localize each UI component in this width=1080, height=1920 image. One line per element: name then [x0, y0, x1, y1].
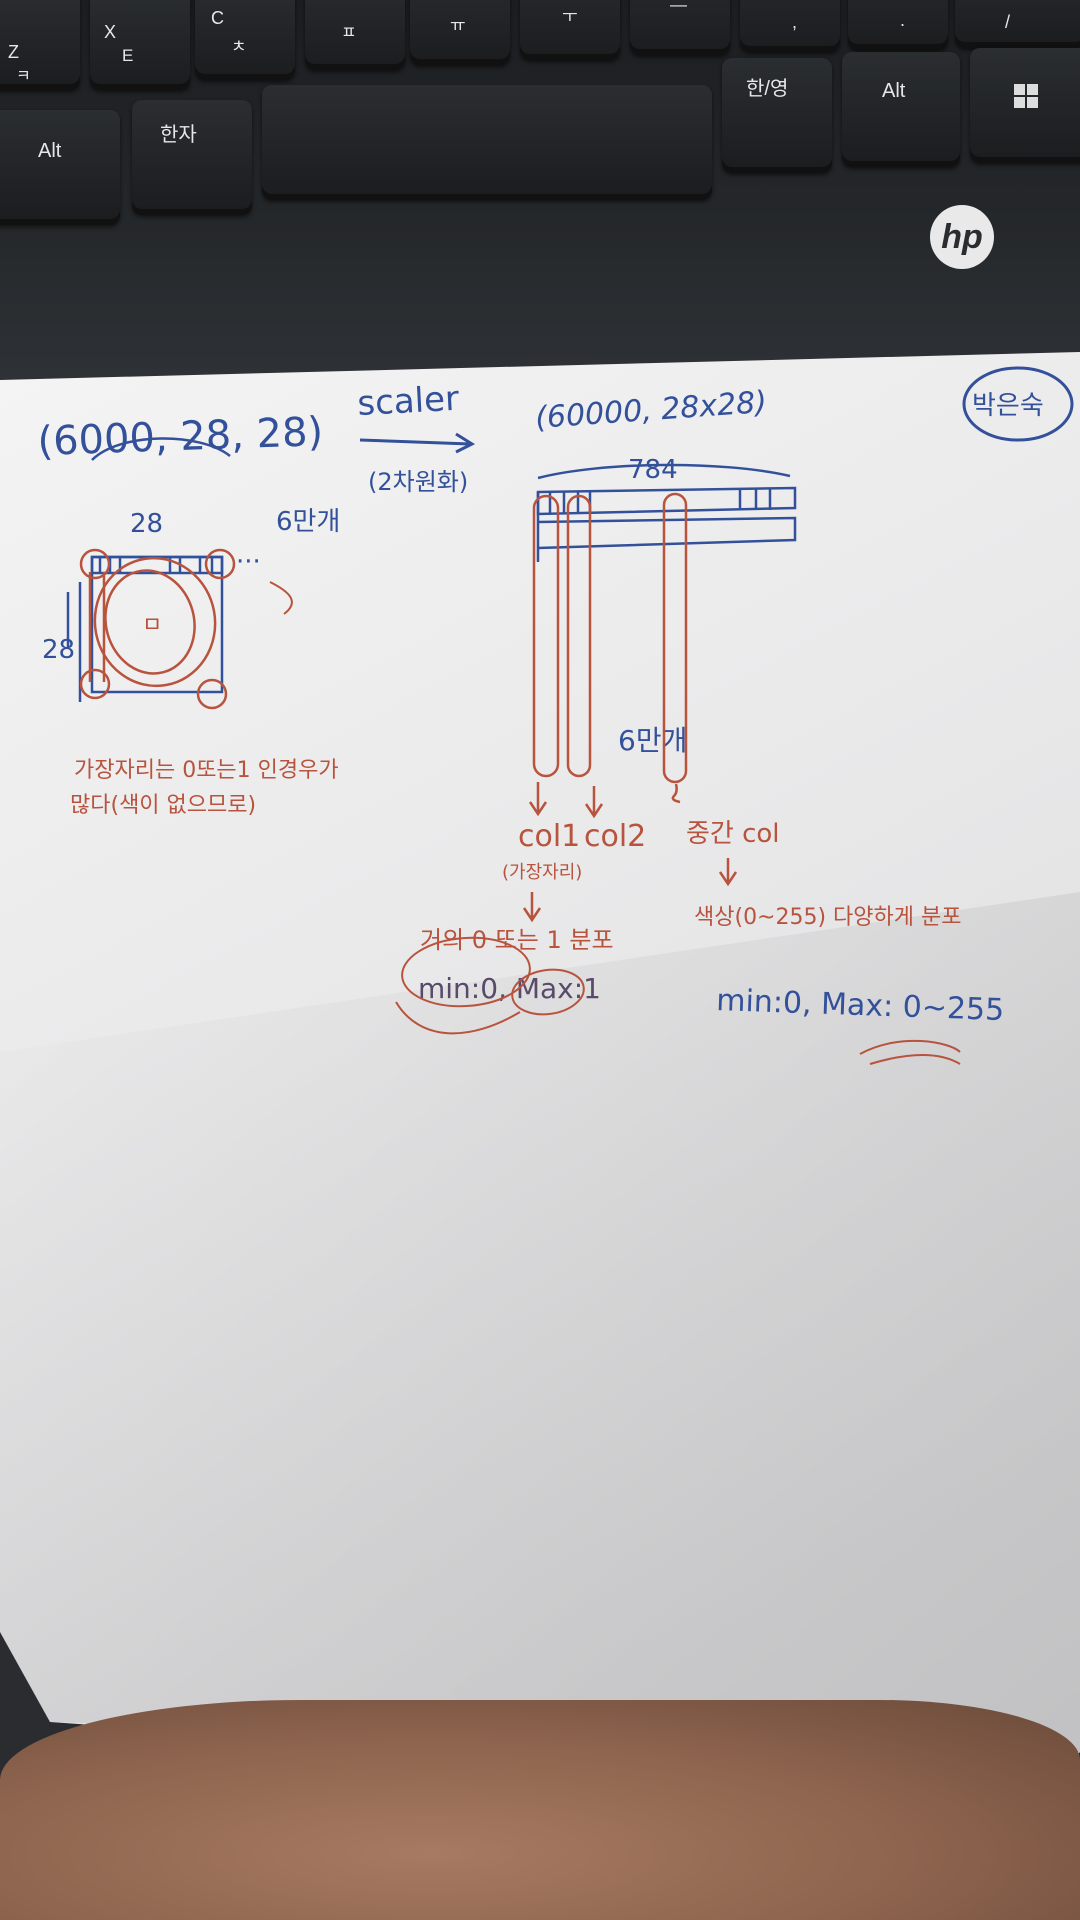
key-m: —: [630, 0, 730, 55]
name-text: 박은숙: [972, 391, 1044, 421]
width-784-text: 784: [628, 455, 678, 485]
keyboard: Z ㅋ X E C ㅊ ㅍ ㅠ ㅜ — , . / Alt 한자 한/영 Alt: [0, 0, 1080, 380]
key-z-hangul: ㅋ: [16, 68, 31, 85]
key-c-latin: C: [211, 8, 224, 28]
count-60k-left-text: 6만개: [276, 507, 340, 537]
key-x-latin: X: [104, 22, 117, 42]
key-han-yeong: 한/영: [722, 58, 832, 173]
windows-icon: [1014, 84, 1038, 108]
col2-text: col2: [584, 819, 646, 854]
name-circle: [962, 366, 1074, 442]
paper-sheet: (6000, 28, 28) scaler (2차원화) (60000, 28x…: [0, 352, 1080, 1822]
key-period: .: [848, 0, 948, 50]
col-mid-text: 중간 col: [686, 819, 780, 849]
key-space: [262, 85, 712, 200]
key-period-label: .: [900, 10, 906, 30]
edge-note-line1-text: 가장자리는 0또는1 인경우가: [74, 758, 339, 783]
matrix: [536, 463, 797, 562]
key-v: ㅍ: [305, 0, 405, 70]
key-x: X E: [90, 0, 190, 90]
hand: [0, 1700, 1080, 1920]
key-windows: [970, 48, 1080, 163]
key-n-hangul: ㅜ: [562, 7, 578, 26]
center-mark-text: ㅁ: [142, 613, 162, 638]
key-c-hangul: ㅊ: [231, 37, 247, 56]
key-slash-label: /: [1005, 12, 1011, 32]
scaler-text: scaler: [356, 379, 460, 424]
key-alt-right: Alt: [842, 52, 960, 167]
shape-left-text: (6000, 28, 28): [37, 409, 324, 465]
scaler-note-text: (2차원화): [368, 468, 468, 496]
key-b: ㅠ: [410, 0, 510, 65]
key-slash: /: [955, 0, 1080, 48]
key-comma-label: ,: [792, 12, 798, 32]
matrix-columns: [532, 492, 688, 784]
edge-minmax-text: min:0, Max:1: [418, 972, 601, 1005]
edge-note-line2-text: 많다(색이 없으므로): [70, 793, 256, 818]
key-x-hangul: E: [122, 46, 134, 65]
mid-dist-text: 색상(0~255) 다양하게 분포: [694, 905, 962, 930]
image-box-red: [79, 548, 236, 710]
dim-top-text: 28: [130, 509, 163, 539]
key-alt-left-label: Alt: [38, 140, 62, 162]
dots-text: ···: [236, 547, 261, 577]
key-comma: ,: [740, 0, 840, 52]
key-b-hangul: ㅠ: [450, 16, 466, 35]
key-z: Z ㅋ: [0, 0, 80, 90]
key-hanja: 한자: [132, 100, 252, 215]
scaler-arrow: [359, 432, 476, 454]
edge-label-text: (가장자리): [502, 862, 582, 883]
key-hanja-label: 한자: [160, 124, 197, 146]
hp-logo: hp: [930, 205, 994, 269]
key-m-hangul: —: [670, 0, 687, 14]
down-arrows: [522, 782, 738, 923]
paper-svg: (6000, 28, 28) scaler (2차원화) (60000, 28x…: [0, 352, 1080, 1792]
key-han-yeong-label: 한/영: [746, 78, 789, 100]
key-v-hangul: ㅍ: [341, 23, 357, 42]
key-z-latin: Z: [8, 42, 19, 62]
key-alt-right-label: Alt: [882, 80, 906, 102]
paper-shadow: [0, 892, 1080, 1752]
dim-side-text: 28: [42, 635, 75, 665]
count-60k-right-text: 6만개: [618, 724, 687, 757]
key-n: ㅜ: [520, 0, 620, 60]
key-c: C ㅊ: [195, 0, 295, 80]
scribbles: [269, 581, 961, 1065]
col1-text: col1: [518, 819, 580, 854]
key-alt-left: Alt: [0, 110, 120, 225]
